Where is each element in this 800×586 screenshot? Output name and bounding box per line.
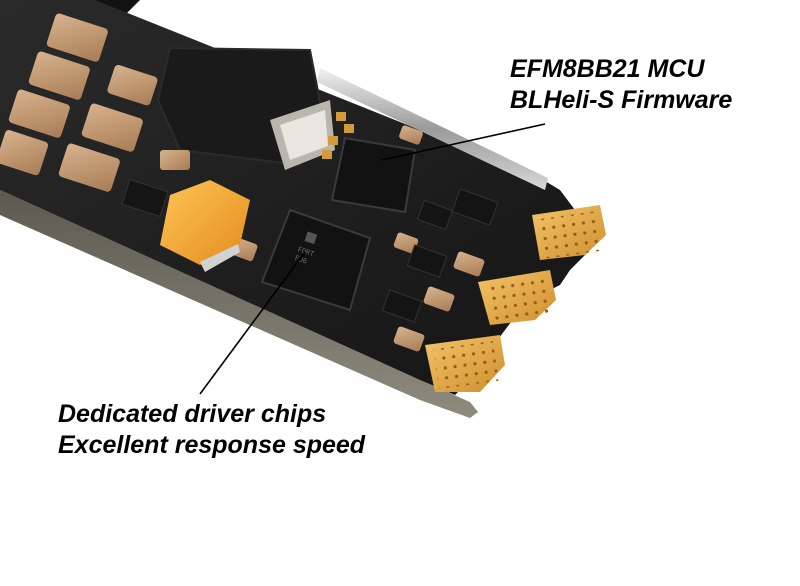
- tantalum-capacitor: [160, 180, 250, 272]
- mcu-annotation-line2: BLHeli-S Firmware: [510, 86, 733, 114]
- test-pads: [322, 112, 354, 159]
- mosfet: [156, 46, 335, 170]
- mcu-chip: [330, 136, 417, 214]
- driver-leader-line: [199, 251, 306, 395]
- mcu-annotation-line1: EFM8BB21 MCU: [510, 55, 705, 83]
- motor-pads: [425, 205, 606, 392]
- driver-annotation: Dedicated driver chips Excellent respons…: [58, 399, 365, 461]
- ceramic-capacitors: [0, 13, 158, 192]
- driver-annotation-line1: Dedicated driver chips: [58, 400, 327, 428]
- mcu-annotation: EFM8BB21 MCU BLHeli-S Firmware: [510, 54, 732, 116]
- pcb-edge: [0, 190, 478, 418]
- mcu-leader-line: [381, 123, 546, 161]
- driver-chip: FORT FD6: [260, 208, 372, 312]
- driver-annotation-line2: Excellent response speed: [58, 431, 366, 459]
- small-components: [121, 125, 499, 352]
- solder-rod: [317, 68, 548, 190]
- svg-text:FD6: FD6: [294, 254, 309, 266]
